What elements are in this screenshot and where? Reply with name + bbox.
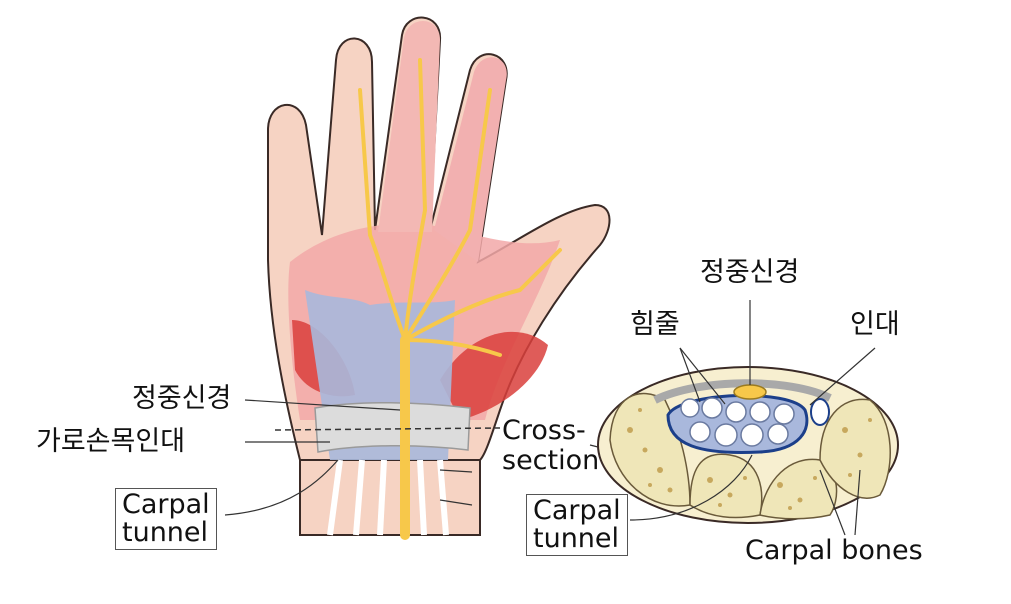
section-tendons-label: 힘줄 [630,309,680,340]
forearm-tendons [327,459,449,536]
section-leader-lines [629,300,876,536]
section-carpal-tunnel-label: Carpal tunnel [526,494,628,556]
hand-carpal-tunnel-line1: Carpal [122,489,210,520]
bone-texture [627,408,872,510]
cross-section-label-line1: Cross- [502,415,586,446]
finger-middle-fill [378,20,440,232]
median-nerve [358,58,562,540]
thenar-muscle [440,331,548,420]
cross-section-label-line2: section [502,445,600,476]
section-carpal-tunnel-line1: Carpal [533,495,621,526]
hand-carpal-tunnel-label: Carpal tunnel [115,488,217,550]
hand-median-nerve-label: 정중신경 [132,383,232,414]
section-ligament-label: 인대 [850,309,900,340]
section-side-tendon [810,398,830,426]
transverse-ligament-band [314,401,471,453]
section-tendons [680,397,795,447]
section-median-nerve [733,384,767,400]
cross-section-label: Cross- section [502,416,599,476]
wrist-shape [299,454,481,536]
section-median-nerve-label: 정중신경 [700,257,800,288]
cross-section-line [274,427,501,431]
section-carpal-tunnel-line2: tunnel [533,523,620,554]
cross-section-illustration [597,300,899,536]
hand-carpal-tunnel-line2: tunnel [122,517,209,548]
hand-transverse-ligament-label: 가로손목인대 [36,426,186,457]
hand-leader-lines [224,399,611,516]
hand-illustration [224,16,611,540]
section-carpal-bones-label: Carpal bones [745,535,923,566]
section-ligament [653,379,832,404]
